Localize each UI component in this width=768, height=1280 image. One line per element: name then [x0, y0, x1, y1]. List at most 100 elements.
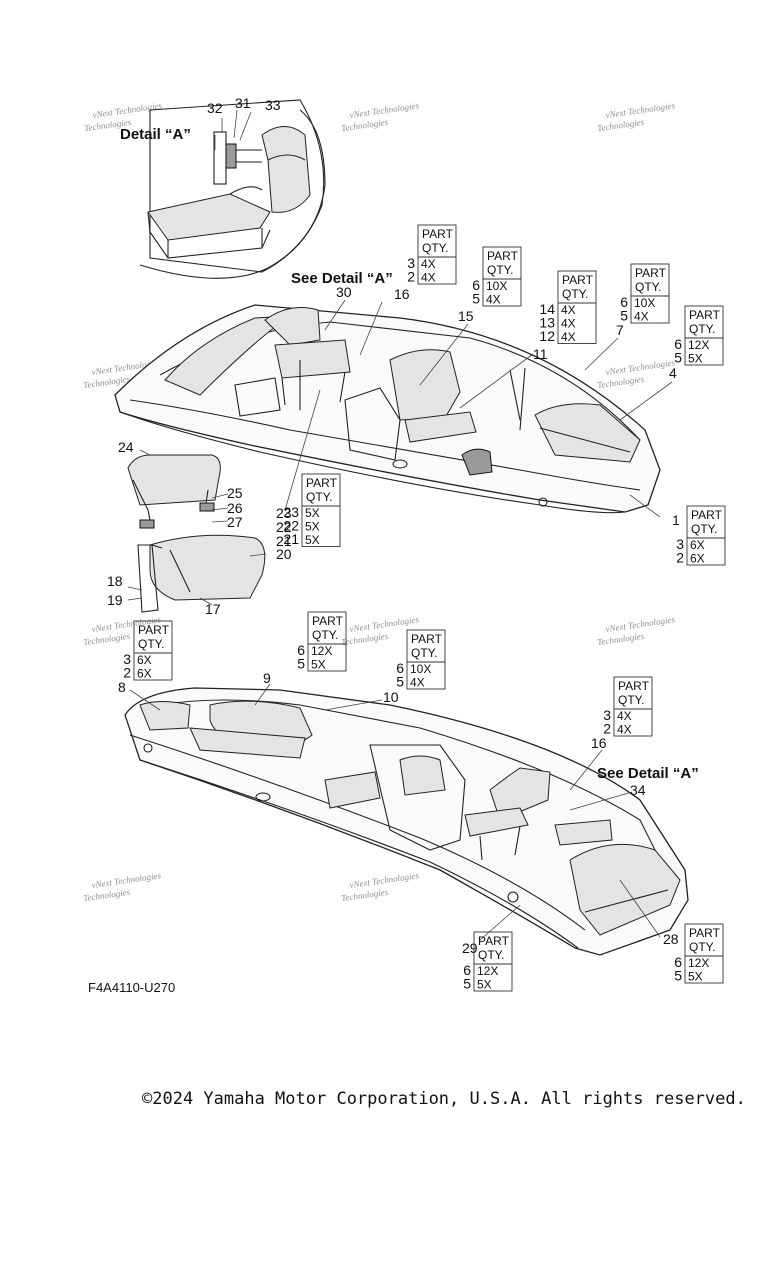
callout-25: 25 — [227, 485, 243, 501]
qty-value: 6X — [690, 552, 705, 566]
callout-9: 9 — [263, 670, 271, 686]
qty-value: 6X — [137, 667, 152, 681]
qty-value: 5X — [688, 352, 703, 366]
watermark-text: Technologies — [597, 117, 646, 134]
qty-value: 6X — [690, 538, 705, 552]
qty-part-number: 22 — [283, 518, 299, 534]
callout-17: 17 — [205, 601, 221, 617]
qty-part-number: 6 — [674, 954, 682, 970]
qty-part-number: 2 — [407, 269, 415, 285]
qty-value: 12X — [688, 956, 709, 970]
watermark-text: Technologies — [83, 887, 132, 904]
qty-part-number: 2 — [603, 721, 611, 737]
see-detail-a-label-top: See Detail “A” — [291, 270, 393, 287]
qty-table-header: PART — [635, 266, 667, 280]
qty-table-header: PART — [618, 679, 650, 693]
callout-10: 10 — [383, 689, 399, 705]
qty-part-number: 5 — [674, 968, 682, 984]
qty-table-header: PART — [312, 614, 344, 628]
qty-value: 4X — [634, 310, 649, 324]
qty-value: 4X — [561, 330, 576, 344]
qty-part-number: 6 — [472, 277, 480, 293]
qty-part-number: 23 — [283, 504, 299, 520]
qty-part-number: 5 — [472, 291, 480, 307]
callout-27: 27 — [227, 514, 243, 530]
callout-19: 19 — [107, 592, 123, 608]
qty-part-number: 2 — [123, 665, 131, 681]
qty-part-number: 2 — [676, 550, 684, 566]
watermark-text: Technologies — [597, 374, 646, 391]
qty-table-header: PART — [562, 273, 594, 287]
qty-table-header: PART — [691, 508, 723, 522]
qty-value: 4X — [486, 293, 501, 307]
callout-18: 18 — [107, 573, 123, 589]
callout-7: 7 — [616, 322, 624, 338]
callout-1: 1 — [672, 512, 680, 528]
qty-table-header: QTY. — [689, 940, 715, 954]
qty-table-header: QTY. — [411, 646, 437, 660]
qty-table-header: QTY. — [562, 287, 588, 301]
watermark-text: Technologies — [597, 631, 646, 648]
callout-32: 32 — [207, 100, 223, 116]
callout-20: 20 — [276, 546, 292, 562]
qty-value: 10X — [634, 296, 655, 310]
qty-value: 4X — [410, 676, 425, 690]
callout-30: 30 — [336, 284, 352, 300]
qty-table-header: QTY. — [478, 948, 504, 962]
qty-part-number: 6 — [674, 336, 682, 352]
qty-part-number: 3 — [123, 651, 131, 667]
qty-table-header: PART — [422, 227, 454, 241]
qty-part-number: 5 — [396, 674, 404, 690]
qty-value: 12X — [688, 338, 709, 352]
qty-value: 6X — [137, 653, 152, 667]
qty-table-header: PART — [411, 632, 443, 646]
callout-11: 11 — [533, 346, 548, 362]
callout-23: 23 — [276, 505, 292, 521]
callout-8: 8 — [118, 679, 126, 695]
qty-part-number: 6 — [463, 962, 471, 978]
qty-table-header: PART — [689, 308, 721, 322]
callout-29: 29 — [462, 940, 478, 956]
callout-26: 26 — [227, 500, 243, 516]
qty-table-header: QTY. — [487, 263, 513, 277]
qty-value: 5X — [305, 533, 320, 547]
qty-table-header: PART — [306, 476, 338, 490]
qty-value: 5X — [305, 506, 320, 520]
callout-4: 4 — [669, 365, 677, 381]
qty-value: 4X — [561, 303, 576, 317]
callout-31: 31 — [235, 95, 251, 111]
qty-part-number: 5 — [463, 976, 471, 992]
qty-value: 4X — [421, 271, 436, 285]
see-detail-a-label-bottom: See Detail “A” — [597, 765, 699, 782]
qty-table-header: PART — [487, 249, 519, 263]
watermark-text: Technologies — [341, 887, 390, 904]
qty-value: 10X — [486, 279, 507, 293]
diagram-code: F4A4110-U270 — [88, 980, 175, 995]
watermark-text: Technologies — [341, 117, 390, 134]
callout-34: 34 — [630, 782, 646, 798]
qty-table-header: PART — [478, 934, 510, 948]
callout-15: 15 — [458, 308, 474, 324]
qty-table-header: QTY. — [312, 628, 338, 642]
qty-part-number: 13 — [539, 315, 555, 331]
qty-part-number: 3 — [407, 255, 415, 271]
qty-part-number: 5 — [674, 350, 682, 366]
qty-table-header: QTY. — [635, 280, 661, 294]
qty-part-number: 6 — [297, 642, 305, 658]
detail-a-title: Detail “A” — [120, 126, 191, 143]
